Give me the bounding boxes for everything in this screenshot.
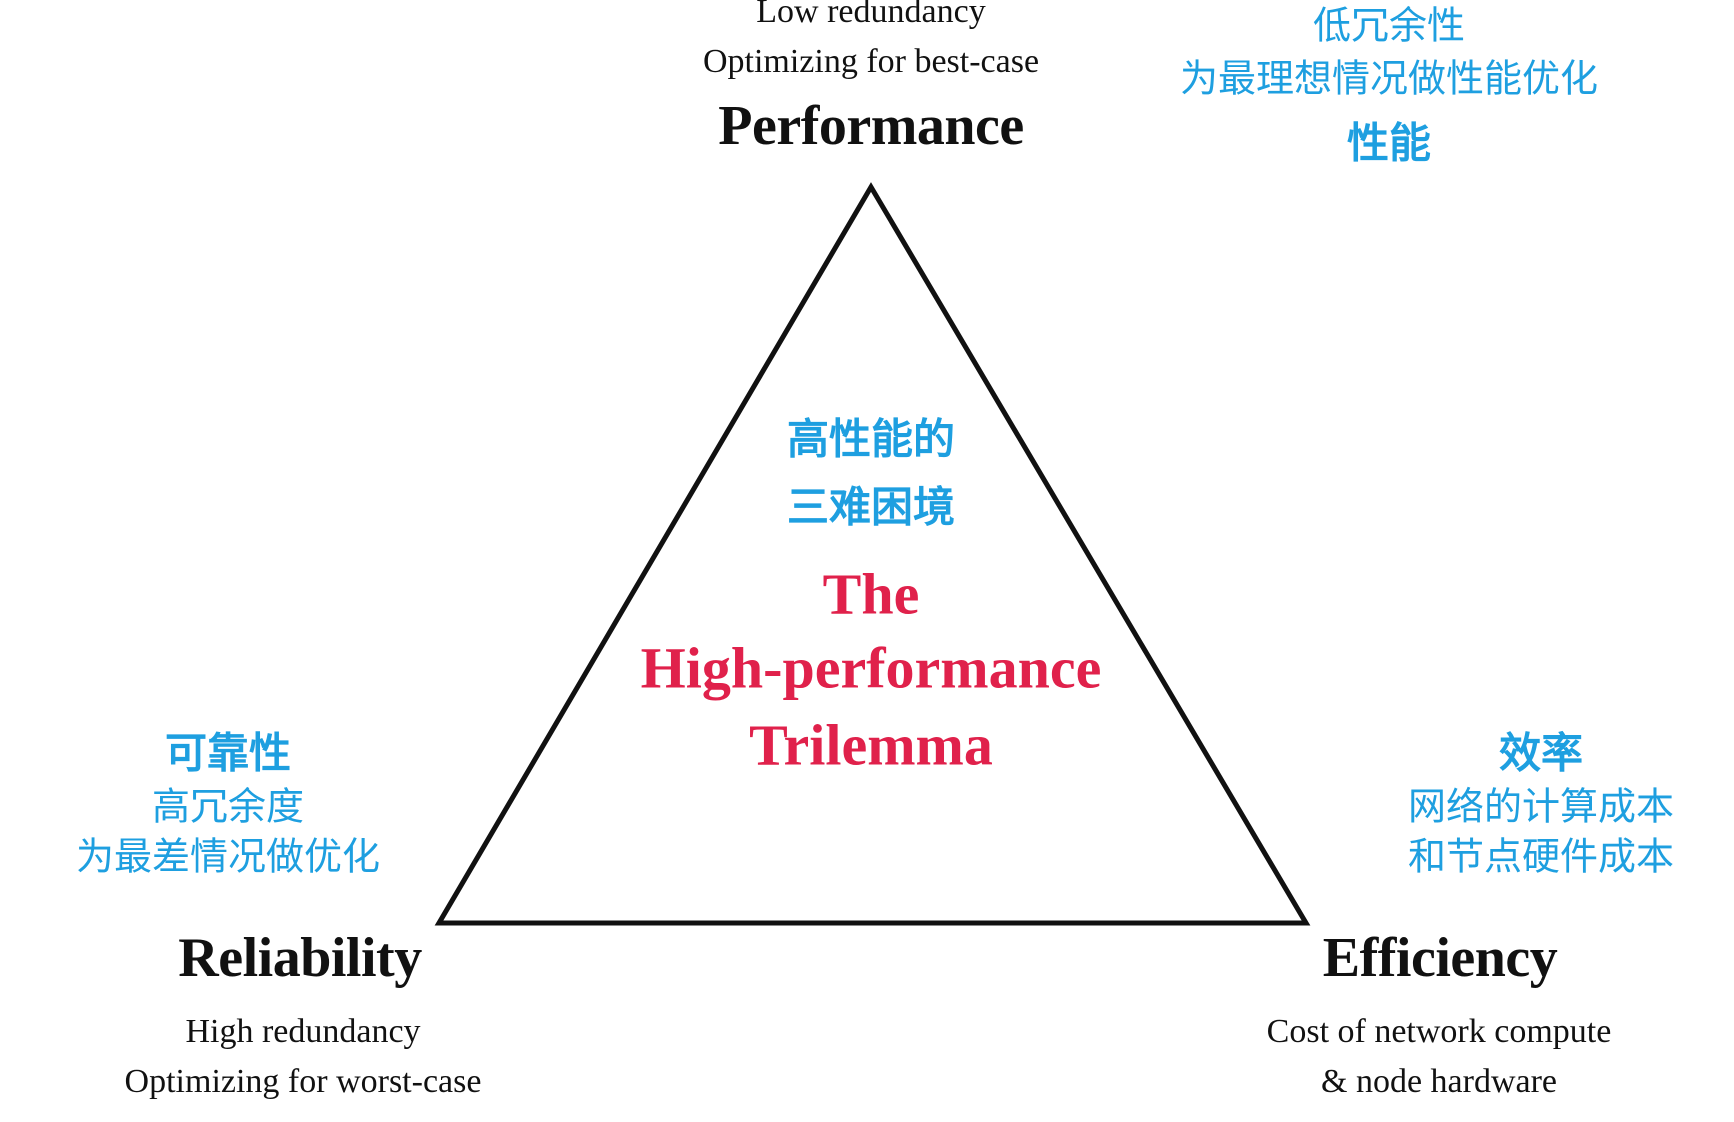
performance-line-2: Optimizing for best-case (702, 43, 1040, 80)
performance-cn-title: 性能 (1346, 118, 1432, 168)
center-title-line-1: The (822, 561, 920, 627)
reliability-cn-line-2: 为最差情况做优化 (75, 834, 381, 879)
center-title-line-3: Trilemma (749, 712, 993, 778)
efficiency-cn-line-1: 网络的计算成本 (1407, 784, 1675, 829)
efficiency-line-2: & node hardware (1320, 1063, 1558, 1100)
triangle-outline (434, 182, 1311, 926)
efficiency-title: Efficiency (1322, 927, 1558, 989)
efficiency-line-1: Cost of network compute (1266, 1013, 1612, 1050)
efficiency-cn-line-2: 和节点硬件成本 (1407, 834, 1675, 879)
reliability-title: Reliability (178, 927, 422, 989)
performance-cn-line-1: 低冗余性 (1312, 3, 1466, 48)
performance-line-1: Low redundancy (756, 0, 986, 30)
reliability-cn-line-1: 高冗余度 (151, 784, 305, 829)
center-cn-line-1: 高性能的 (786, 414, 956, 464)
reliability-line-1: High redundancy (185, 1013, 421, 1050)
efficiency-cn-title: 效率 (1498, 728, 1584, 778)
center-title-line-2: High-performance (640, 635, 1102, 701)
performance-cn-line-2: 为最理想情况做性能优化 (1179, 56, 1599, 101)
reliability-cn-title: 可靠性 (164, 728, 292, 778)
performance-title: Performance (718, 95, 1024, 157)
reliability-line-2: Optimizing for worst-case (124, 1063, 482, 1100)
center-cn-line-2: 三难困境 (786, 482, 956, 532)
